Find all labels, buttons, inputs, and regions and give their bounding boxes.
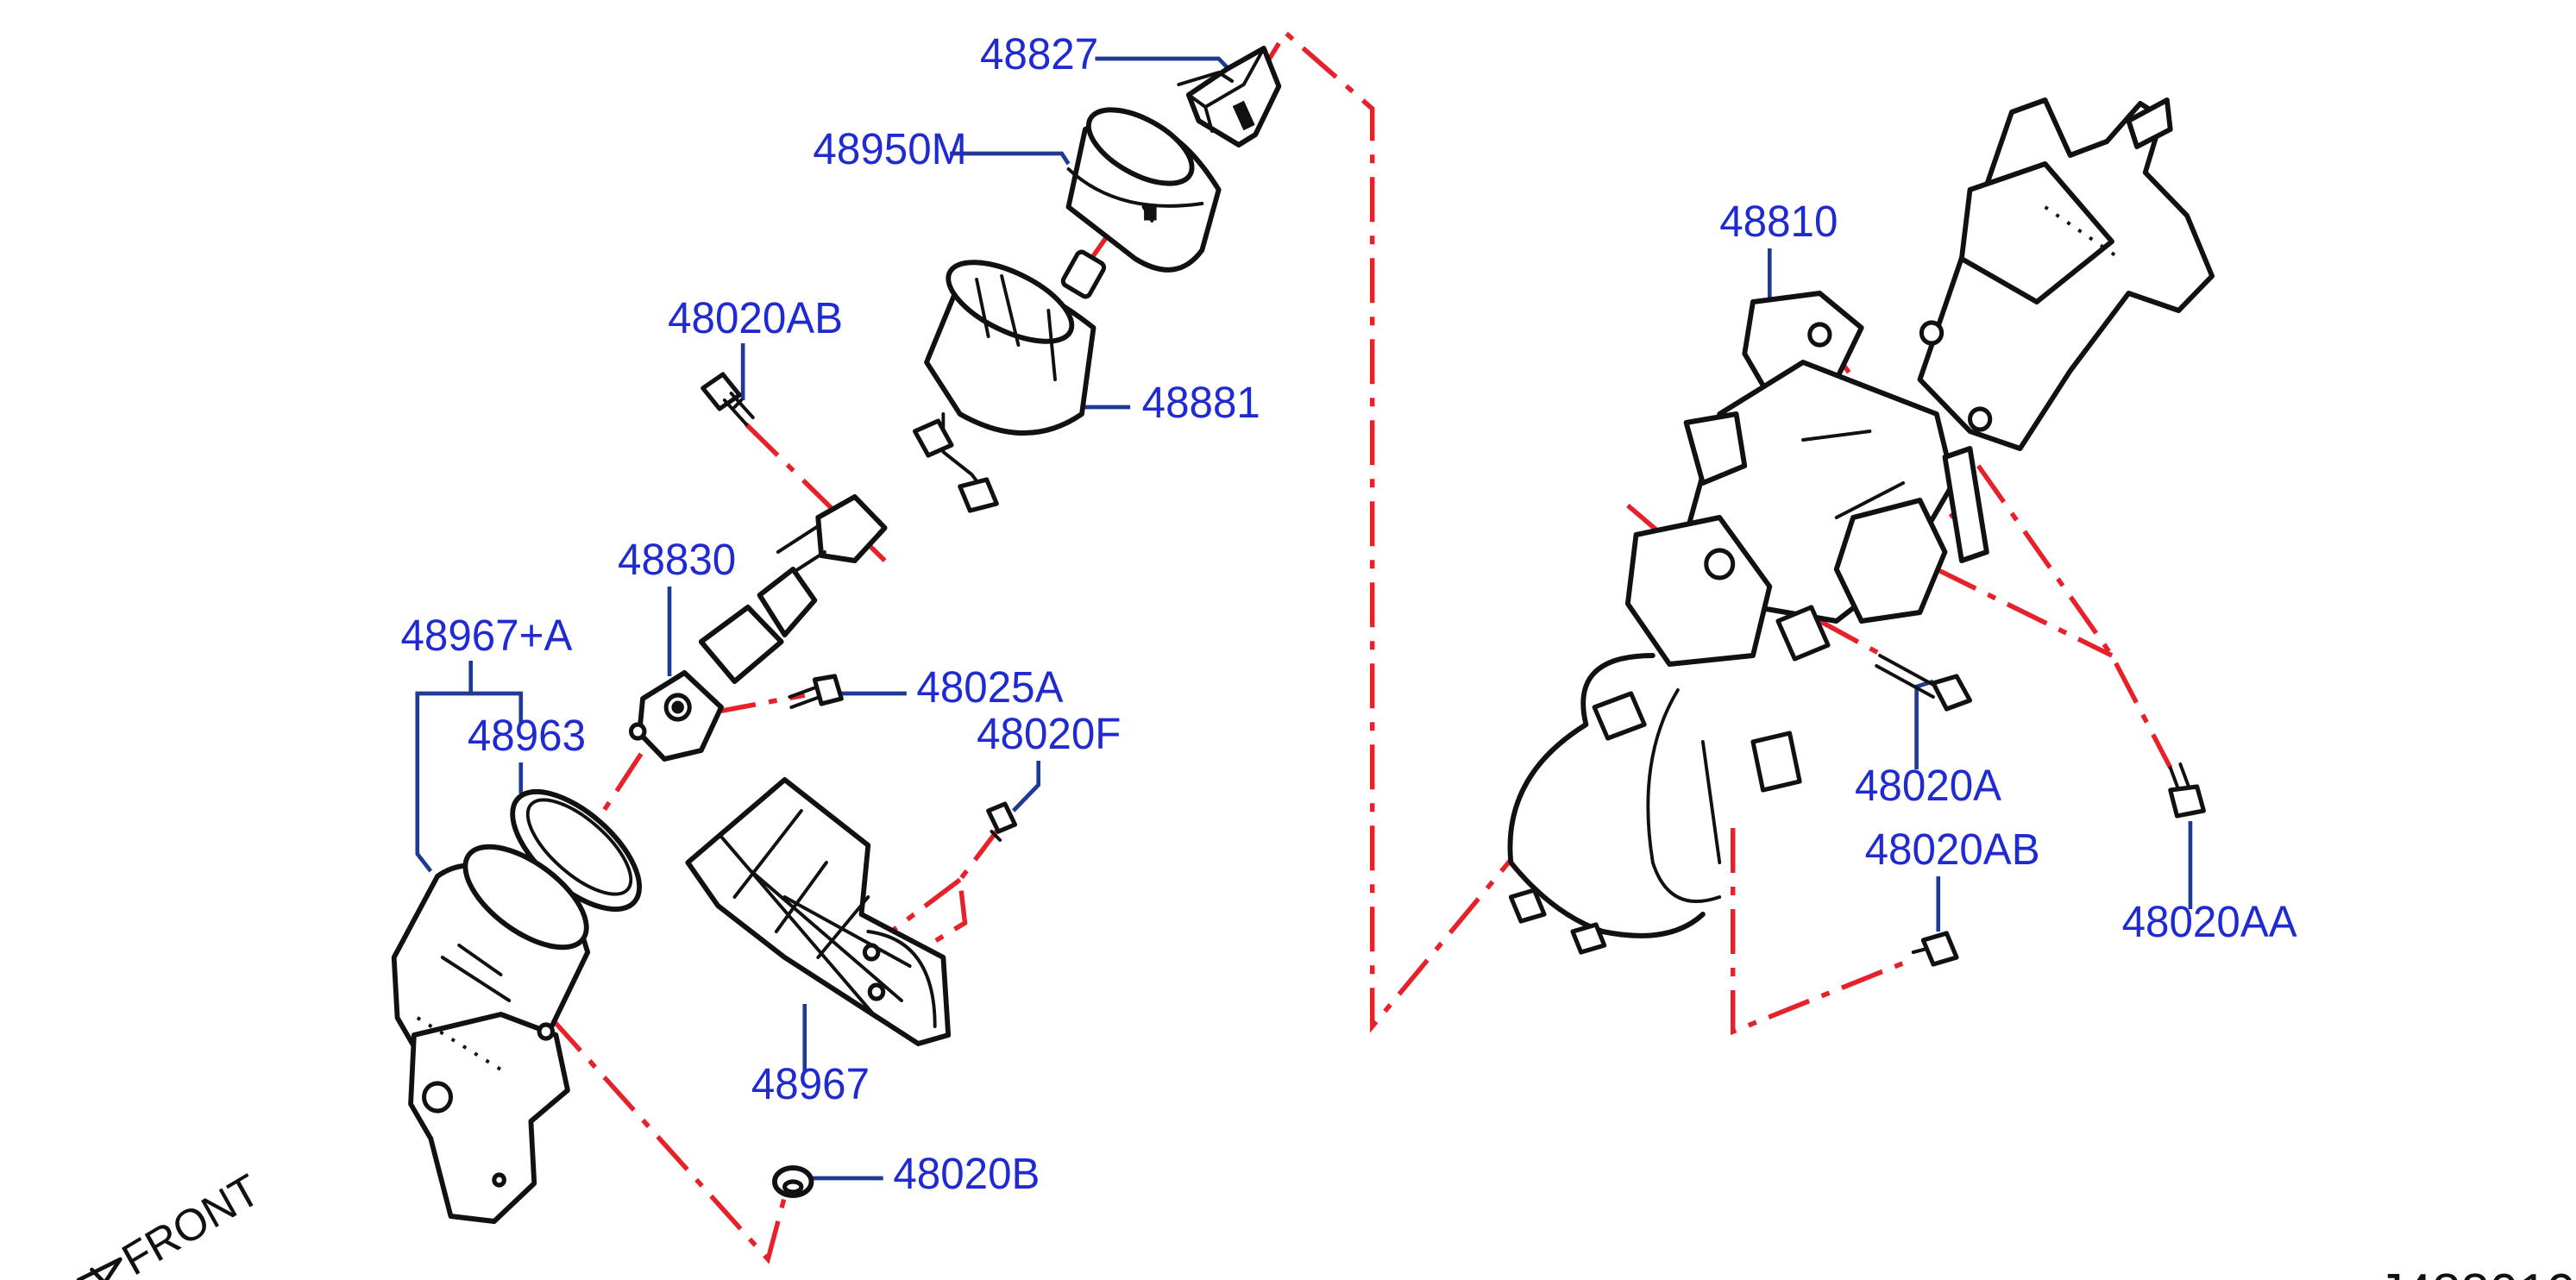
- part-48025A-bolt: [788, 674, 844, 709]
- label-48827: 48827: [980, 29, 1098, 78]
- part-48881-motor: [912, 249, 1107, 513]
- label-48020F: 48020F: [977, 709, 1121, 758]
- label-48967A: 48967+A: [400, 611, 572, 660]
- label-48020AB-right: 48020AB: [1865, 825, 2040, 874]
- part-48950M-cover: [1065, 107, 1222, 273]
- part-labels: 48827 48950M 48810 48020AB 48881 48830 4…: [400, 29, 2297, 1198]
- diagram-code: J488019C: [2378, 1263, 2576, 1280]
- front-indicator: FRONT: [76, 1164, 267, 1280]
- part-48020AB-bolt-top: [701, 372, 755, 426]
- label-48810: 48810: [1719, 197, 1838, 246]
- label-48020AA: 48020AA: [2122, 897, 2298, 946]
- label-48020A: 48020A: [1855, 761, 2002, 810]
- label-48025A: 48025A: [916, 662, 1064, 712]
- part-48967-cover: [685, 777, 952, 1046]
- label-48967: 48967: [751, 1059, 870, 1108]
- part-48810-steering-column: [1507, 97, 2215, 955]
- part-48967A-boot: [391, 844, 591, 1224]
- part-48020F-clip: [986, 801, 1018, 842]
- label-48020B: 48020B: [893, 1149, 1040, 1198]
- label-48881: 48881: [1142, 378, 1260, 427]
- part-48830-shaft: [628, 494, 888, 762]
- front-label: FRONT: [114, 1164, 267, 1280]
- front-arrow-icon: [76, 1257, 123, 1280]
- part-48827-clip: [1177, 46, 1282, 147]
- label-48020AB-top: 48020AB: [668, 293, 843, 342]
- part-48020AA-bolt: [2168, 762, 2206, 819]
- leader-lines: [415, 56, 2193, 1181]
- part-48020B-nut: [772, 1165, 814, 1198]
- label-48963: 48963: [468, 711, 586, 760]
- part-48020A-bolt: [1875, 654, 1973, 712]
- label-48830: 48830: [618, 535, 736, 584]
- part-48020AB-bolt-right: [1911, 931, 1959, 967]
- label-48950M: 48950M: [813, 124, 966, 173]
